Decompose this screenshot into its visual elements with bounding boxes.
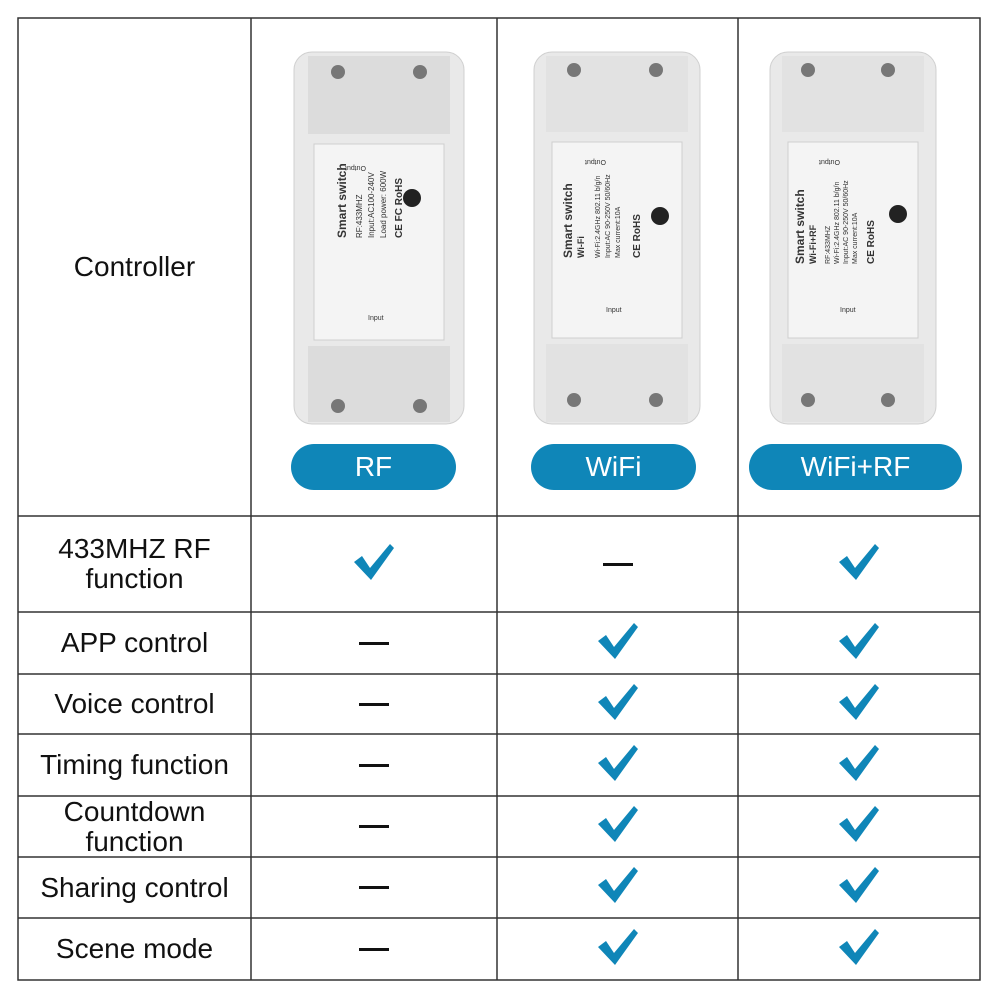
feature-cell <box>251 674 497 734</box>
check-icon <box>837 743 881 788</box>
device-input-label: Input <box>606 307 622 314</box>
check-icon <box>837 804 881 849</box>
device-subtitle: Wi-Fi+RF <box>808 224 818 264</box>
wifi-rf-badge: WiFi+RF <box>749 444 962 490</box>
dash-icon <box>359 641 389 645</box>
wifi-badge: WiFi <box>531 444 696 490</box>
device-spec: RF:433MHZ <box>825 225 832 264</box>
device-title: Smart switch <box>561 183 575 258</box>
check-icon <box>837 865 881 910</box>
check-icon <box>837 542 881 587</box>
feature-label: 433MHZ RF function <box>58 533 211 594</box>
feature-cell <box>251 612 497 674</box>
device-spec: Input:AC 90-250V 50/60Hz <box>605 174 612 258</box>
check-icon <box>596 682 640 727</box>
device-subtitle: Wi-Fi <box>576 236 586 258</box>
device-spec: Max current:10A <box>852 212 859 264</box>
check-icon <box>837 682 881 727</box>
device-certifications: CE RoHS <box>632 214 643 258</box>
wifi-smart-switch-image: Smart switch Wi-Fi Wi-Fi:2.4GHz 802.11 b… <box>533 51 701 425</box>
feature-cell <box>251 796 497 857</box>
dash-icon <box>359 947 389 951</box>
device-certifications: CE FC RoHS <box>394 178 405 238</box>
feature-cell <box>738 612 980 674</box>
feature-label: APP control <box>60 627 209 658</box>
device-spec: Load power: 600W <box>379 170 388 238</box>
check-icon <box>837 927 881 972</box>
device-spec: Wi-Fi:2.4GHz 802.11 b/g/n <box>595 176 602 258</box>
check-icon <box>596 865 640 910</box>
feature-label: Scene mode <box>55 933 214 964</box>
feature-cell <box>497 674 738 734</box>
wifi-rf-smart-switch-image: Smart switch Wi-Fi+RF RF:433MHZ Wi-Fi:2.… <box>769 51 937 425</box>
device-certifications: CE RoHS <box>866 220 877 264</box>
feature-cell <box>497 857 738 918</box>
device-input-label: Input <box>840 307 856 314</box>
device-spec: Input:AC100-240V <box>367 172 376 238</box>
device-spec: RF:433MHZ <box>355 194 364 238</box>
device-title: Smart switch <box>335 163 349 238</box>
feature-cell <box>251 918 497 980</box>
feature-label: Countdown function <box>63 795 206 857</box>
feature-cell <box>497 796 738 857</box>
check-icon <box>837 621 881 666</box>
device-output-label: Output <box>345 164 366 171</box>
dash-icon <box>359 825 389 828</box>
feature-cell <box>497 918 738 980</box>
check-icon <box>596 743 640 788</box>
dash-icon <box>359 886 389 889</box>
feature-cell <box>251 516 497 612</box>
feature-cell <box>251 734 497 796</box>
check-icon <box>596 927 640 972</box>
device-spec: Wi-Fi:2.4GHz 802.11 b/g/n <box>834 182 841 264</box>
dash-icon <box>359 702 389 706</box>
feature-cell <box>738 796 980 857</box>
device-output-label: Output <box>585 158 606 165</box>
check-icon <box>596 621 640 666</box>
feature-cell <box>497 612 738 674</box>
feature-cell <box>738 516 980 612</box>
feature-cell <box>497 734 738 796</box>
check-icon <box>352 542 396 587</box>
device-spec: Input:AC 90-250V 50/60Hz <box>843 180 850 264</box>
device-input-label: Input <box>368 315 384 322</box>
feature-cell <box>738 734 980 796</box>
controller-row-label: Controller <box>73 251 196 282</box>
feature-label: Timing function <box>40 749 229 780</box>
rf-badge: RF <box>291 444 456 490</box>
feature-label: Voice control <box>54 688 215 719</box>
feature-cell <box>251 857 497 918</box>
feature-cell <box>738 857 980 918</box>
check-icon <box>596 804 640 849</box>
rf-smart-switch-image: Smart switch RF:433MHZ Input:AC100-240V … <box>293 51 465 425</box>
feature-label: Sharing control <box>40 871 229 903</box>
dash-icon <box>359 763 389 767</box>
feature-cell <box>738 918 980 980</box>
device-output-label: Output <box>819 158 840 165</box>
device-spec: Max current:10A <box>615 206 622 258</box>
feature-cell <box>497 516 738 612</box>
device-title: Smart switch <box>793 189 807 264</box>
dash-icon <box>602 562 633 566</box>
feature-cell <box>738 674 980 734</box>
